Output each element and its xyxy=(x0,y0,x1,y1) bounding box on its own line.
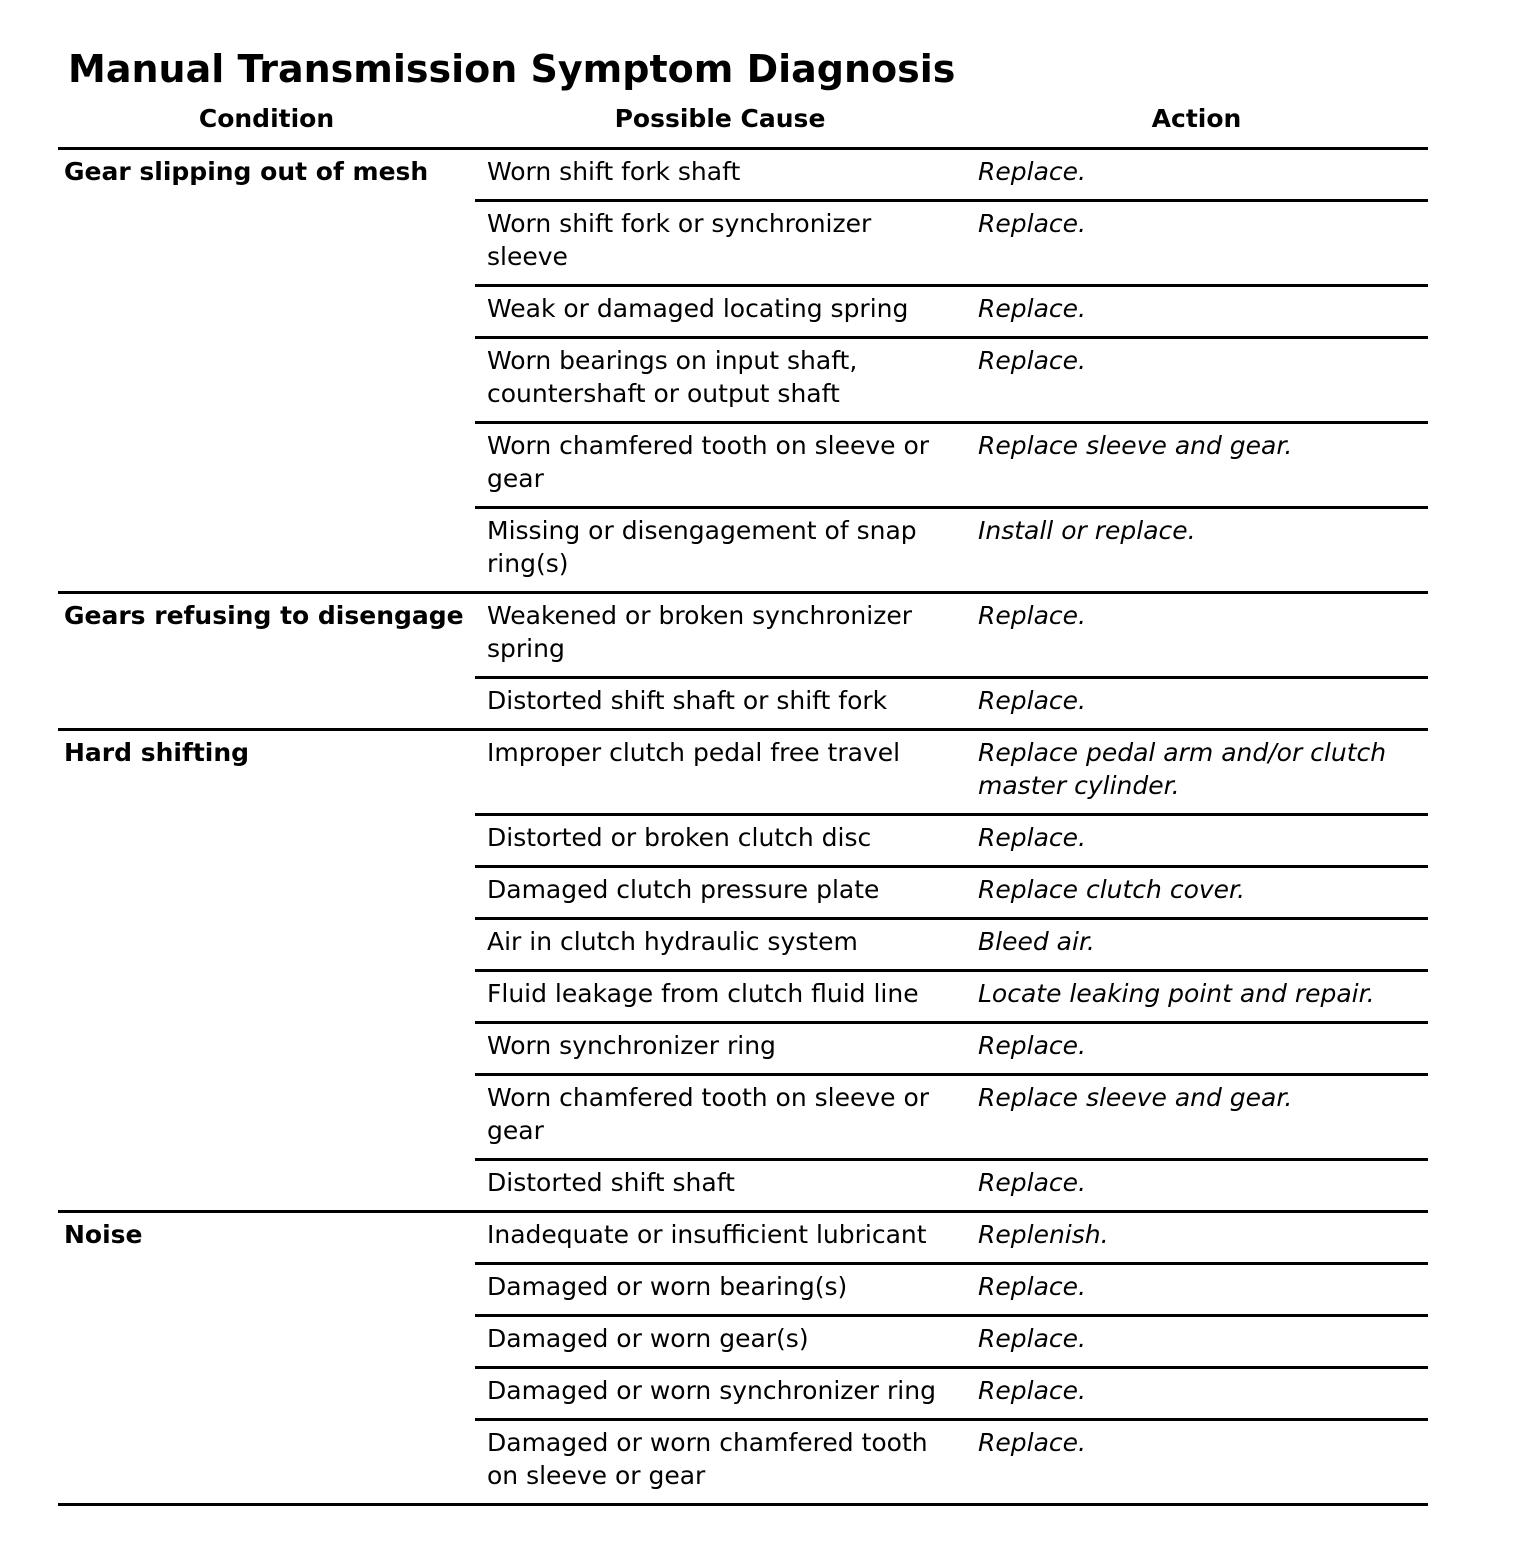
possible-cause-cell: Worn chamfered tooth on sleeve or gear xyxy=(475,421,965,508)
possible-cause-cell: Worn chamfered tooth on sleeve or gear xyxy=(475,1073,965,1160)
possible-cause-cell: Distorted or broken clutch disc xyxy=(475,813,965,867)
table-row: Damaged or worn gear(s)Replace. xyxy=(58,1314,1428,1368)
action-cell: Install or replace. xyxy=(965,506,1428,593)
action-cell: Replace clutch cover. xyxy=(965,865,1428,919)
action-cell: Replace. xyxy=(965,1314,1428,1368)
column-header-action: Action xyxy=(1151,104,1242,133)
possible-cause-cell: Missing or disengagement of snap ring(s) xyxy=(475,506,965,593)
table-row: Worn bearings on input shaft, countersha… xyxy=(58,336,1428,423)
possible-cause-cell: Weak or damaged locating spring xyxy=(475,284,965,338)
action-cell: Replace. xyxy=(965,284,1428,338)
possible-cause-cell: Improper clutch pedal free travel xyxy=(475,728,965,815)
possible-cause-cell: Fluid leakage from clutch fluid line xyxy=(475,969,965,1023)
action-cell: Replace. xyxy=(965,1021,1428,1075)
diagnosis-table-wrapper: Condition Possible Cause Action Gear sli… xyxy=(58,104,1428,1506)
action-cell: Bleed air. xyxy=(965,917,1428,971)
possible-cause-cell: Damaged or worn chamfered tooth on sleev… xyxy=(475,1418,965,1503)
possible-cause-cell: Weakened or broken synchronizer spring xyxy=(475,591,965,678)
table-row: Damaged or worn bearing(s)Replace. xyxy=(58,1262,1428,1316)
table-header: Condition Possible Cause Action xyxy=(58,104,1428,149)
possible-cause-cell: Damaged or worn bearing(s) xyxy=(475,1262,965,1316)
action-cell: Replace. xyxy=(965,336,1428,423)
action-cell: Replace sleeve and gear. xyxy=(965,421,1428,508)
possible-cause-cell: Inadequate or insufficient lubricant xyxy=(475,1210,965,1264)
possible-cause-cell: Distorted shift shaft xyxy=(475,1158,965,1212)
possible-cause-cell: Damaged or worn synchronizer ring xyxy=(475,1366,965,1420)
possible-cause-cell: Worn synchronizer ring xyxy=(475,1021,965,1075)
condition-cell: Noise xyxy=(58,1210,475,1503)
condition-cell: Gears refusing to disengage xyxy=(58,591,475,730)
possible-cause-cell: Worn shift fork shaft xyxy=(475,147,965,201)
action-cell: Replace sleeve and gear. xyxy=(965,1073,1428,1160)
action-cell: Replace. xyxy=(965,1262,1428,1316)
column-header-possible-cause: Possible Cause xyxy=(614,104,826,133)
column-header-condition: Condition xyxy=(198,104,335,133)
table-row: Damaged or worn chamfered tooth on sleev… xyxy=(58,1418,1428,1503)
action-cell: Replace. xyxy=(965,147,1428,201)
table-header-row: Condition Possible Cause Action xyxy=(58,104,1428,149)
action-cell: Replace. xyxy=(965,676,1428,730)
table-bottom-rule xyxy=(58,1503,1428,1506)
action-cell: Replace. xyxy=(965,1366,1428,1420)
action-cell: Replace. xyxy=(965,1418,1428,1503)
action-cell: Replace. xyxy=(965,1158,1428,1212)
action-cell: Replenish. xyxy=(965,1210,1428,1264)
condition-cell: Hard shifting xyxy=(58,728,475,1212)
action-cell: Replace. xyxy=(965,813,1428,867)
action-cell: Locate leaking point and repair. xyxy=(965,969,1428,1023)
possible-cause-cell: Air in clutch hydraulic system xyxy=(475,917,965,971)
table-row: Missing or disengagement of snap ring(s)… xyxy=(58,506,1428,593)
page-title: Manual Transmission Symptom Diagnosis xyxy=(68,47,956,92)
possible-cause-cell: Worn shift fork or synchronizer sleeve xyxy=(475,199,965,286)
condition-cell: Gear slipping out of mesh xyxy=(58,147,475,593)
action-cell: Replace. xyxy=(965,591,1428,678)
action-cell: Replace. xyxy=(965,199,1428,286)
action-cell: Replace pedal arm and/or clutch master c… xyxy=(965,728,1428,815)
possible-cause-cell: Distorted shift shaft or shift fork xyxy=(475,676,965,730)
possible-cause-cell: Damaged clutch pressure plate xyxy=(475,865,965,919)
diagnosis-table: Condition Possible Cause Action Gear sli… xyxy=(58,104,1428,1503)
possible-cause-cell: Damaged or worn gear(s) xyxy=(475,1314,965,1368)
possible-cause-cell: Worn bearings on input shaft, countersha… xyxy=(475,336,965,423)
